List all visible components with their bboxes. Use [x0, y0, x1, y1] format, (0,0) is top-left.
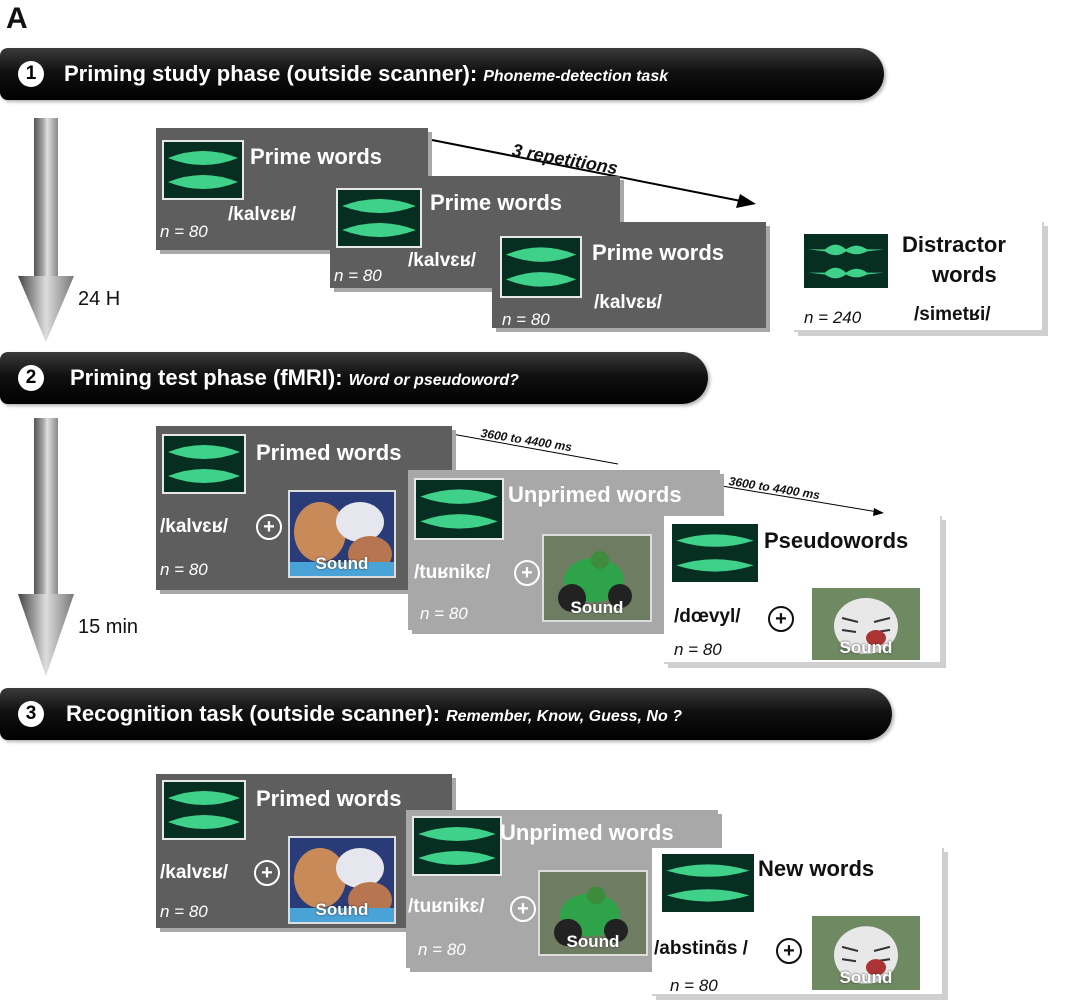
- waveform-icon: [802, 232, 890, 290]
- prime-ipa: /kalvɛʁ/: [594, 292, 663, 313]
- waveform-icon: [162, 434, 246, 494]
- waveform-icon: [412, 816, 502, 876]
- fixation-cross-icon: +: [254, 860, 280, 886]
- p2-pseudo-n: n = 80: [674, 640, 722, 659]
- phase2-task: Word or pseudoword?: [348, 372, 519, 389]
- tiger-photo: Sound: [810, 914, 922, 992]
- phase1-task: Phoneme-detection task: [483, 68, 669, 85]
- phase3-banner: 3 Recognition task (outside scanner): Rem…: [0, 688, 892, 740]
- waveform-icon: [414, 478, 504, 540]
- phase2-title: Priming test phase (fMRI):: [70, 365, 343, 390]
- waveform-icon: [336, 188, 422, 248]
- motorbike-photo: Sound: [542, 534, 652, 622]
- timeline-arrow-shaft-1: [34, 118, 58, 278]
- p2-pseudo-card: Pseudowords /dœvyl/ + Sound n = 80: [664, 516, 942, 664]
- sound-label: Sound: [315, 900, 369, 919]
- prime-n: n = 80: [334, 266, 382, 285]
- distractor-label-1: Distractor: [902, 232, 1006, 257]
- sound-label: Sound: [315, 554, 369, 573]
- p3-unprimed-n: n = 80: [418, 940, 466, 959]
- delay-24h: 24 H: [78, 288, 121, 310]
- timeline-arrow-shaft-2: [34, 418, 58, 596]
- sound-label: Sound: [839, 638, 893, 657]
- timeline-arrow-head-2: [18, 594, 74, 676]
- p2-unprimed-n: n = 80: [420, 604, 468, 623]
- p3-new-card: New words /abstinɑ̃s / + Sound n = 80: [652, 848, 944, 996]
- phase1-title: Priming study phase (outside scanner):: [64, 61, 478, 86]
- p2-unprimed-label: Unprimed words: [508, 482, 682, 507]
- fixation-cross-icon: +: [510, 896, 536, 922]
- p3-primed-n: n = 80: [160, 902, 208, 921]
- p2-pseudo-ipa: /dœvyl/: [674, 606, 741, 627]
- fixation-cross-icon: +: [768, 606, 794, 632]
- phase1-number: 1: [18, 61, 44, 87]
- p3-primed-ipa: /kalvɛʁ/: [160, 862, 229, 883]
- p2-primed-label: Primed words: [256, 440, 402, 465]
- waveform-icon: [162, 780, 246, 840]
- prime-ipa: /kalvɛʁ/: [228, 204, 297, 225]
- p3-new-label: New words: [758, 856, 875, 881]
- phase3-title-row: Recognition task (outside scanner): Remem…: [66, 701, 682, 727]
- phase2-number: 2: [18, 365, 44, 391]
- fixation-cross-icon: +: [514, 560, 540, 586]
- phase3-task: Remember, Know, Guess, No ?: [446, 708, 682, 725]
- p2-unprimed-card: Unprimed words /tuʁnikɛ/ + Sound n = 80: [408, 470, 720, 630]
- prime-label: Prime words: [250, 144, 383, 169]
- sound-label: Sound: [839, 968, 893, 987]
- p3-primed-card: Primed words /kalvɛʁ/ + Sound n = 80: [156, 774, 452, 928]
- phase3-number: 3: [18, 701, 44, 727]
- phase3-title: Recognition task (outside scanner):: [66, 701, 441, 726]
- p2-unprimed-ipa: /tuʁnikɛ/: [414, 562, 491, 583]
- distractor-ipa: /simetʁi/: [914, 304, 991, 325]
- sound-label: Sound: [570, 598, 624, 617]
- p2-primed-card: Primed words /kalvɛʁ/ + Sound n = 80: [156, 426, 452, 590]
- p3-unprimed-ipa: /tuʁnikɛ/: [408, 896, 485, 917]
- prime-n: n = 80: [160, 222, 208, 241]
- distractor-n: n = 240: [804, 308, 862, 327]
- isi-arrows: [451, 433, 884, 516]
- delay-15min: 15 min: [78, 616, 139, 638]
- timeline-arrow-head-1: [18, 276, 74, 342]
- p2-primed-ipa: /kalvɛʁ/: [160, 516, 229, 537]
- waveform-icon: [660, 852, 756, 914]
- p2-primed-n: n = 80: [160, 560, 208, 579]
- prime-card-3: Prime words /kalvɛʁ/ n = 80: [492, 222, 766, 329]
- prime-label: Prime words: [430, 190, 563, 215]
- sound-label: Sound: [566, 932, 620, 951]
- crowd-photo: Sound: [288, 490, 396, 578]
- phase1-title-row: Priming study phase (outside scanner): Ph…: [64, 61, 668, 87]
- p3-new-n: n = 80: [670, 976, 718, 995]
- motorbike-photo: Sound: [538, 870, 648, 956]
- waveform-icon: [162, 140, 244, 200]
- p3-unprimed-label: Unprimed words: [500, 820, 674, 845]
- prime-label: Prime words: [592, 240, 725, 265]
- p3-new-ipa: /abstinɑ̃s /: [654, 938, 748, 959]
- distractor-label-2: words: [932, 262, 997, 287]
- p2-pseudo-label: Pseudowords: [764, 528, 909, 553]
- fixation-cross-icon: +: [256, 514, 282, 540]
- waveform-icon: [670, 522, 760, 584]
- phase1-banner: 1 Priming study phase (outside scanner):…: [0, 48, 884, 100]
- repetitions-arrow: [431, 139, 756, 208]
- phase2-title-row: Priming test phase (fMRI): Word or pseudo…: [70, 365, 519, 391]
- panel-letter: A: [6, 2, 28, 35]
- phase2-banner: 2 Priming test phase (fMRI): Word or pseu…: [0, 352, 708, 404]
- prime-n: n = 80: [502, 310, 550, 329]
- crowd-photo: Sound: [288, 836, 396, 924]
- tiger-photo: Sound: [810, 586, 922, 662]
- distractor-card: Distractor words n = 240 /simetʁi/: [794, 222, 1044, 332]
- p3-primed-label: Primed words: [256, 786, 402, 811]
- fixation-cross-icon: +: [776, 938, 802, 964]
- prime-ipa: /kalvɛʁ/: [408, 250, 477, 271]
- waveform-icon: [500, 236, 582, 298]
